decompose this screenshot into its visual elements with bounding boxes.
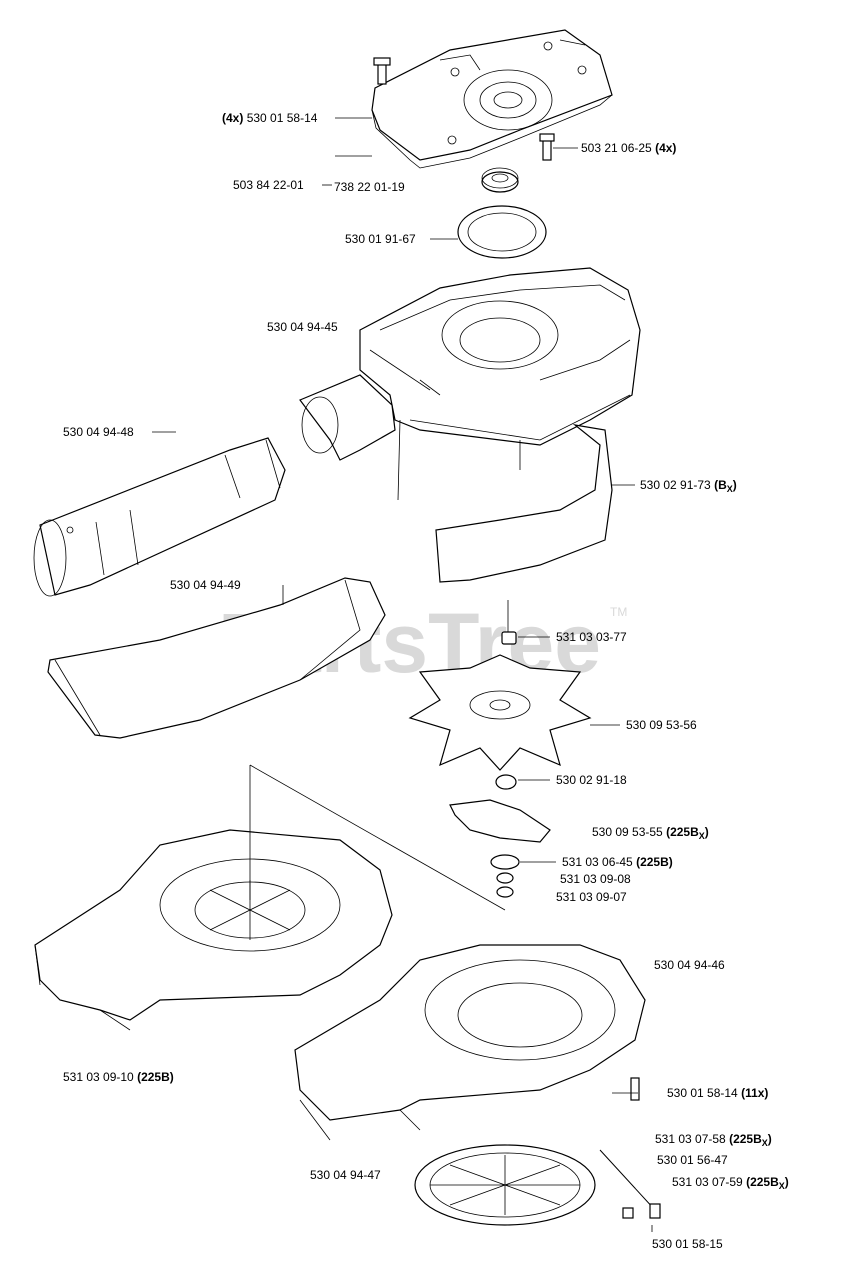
part-label: 530 04 94-49 bbox=[170, 578, 241, 592]
part-label: 530 01 91-67 bbox=[345, 232, 416, 246]
cover-screw-part bbox=[373, 57, 391, 85]
part-label: 531 03 06-45 (225B) bbox=[562, 855, 673, 869]
part-label: 530 04 94-48 bbox=[63, 425, 134, 439]
leader-lines bbox=[152, 117, 653, 1232]
small-washers-part bbox=[490, 854, 520, 898]
part-label: 530 04 94-47 bbox=[310, 1168, 381, 1182]
part-label: 530 04 94-45 bbox=[267, 320, 338, 334]
part-label: 503 84 22-01 bbox=[233, 178, 304, 192]
housing-screw-part bbox=[630, 1077, 640, 1101]
lower-housing-left-part bbox=[34, 829, 393, 1031]
top-cover-part bbox=[371, 29, 613, 169]
part-label: 531 03 07-58 (225BX) bbox=[655, 1132, 772, 1148]
intake-grille-part bbox=[414, 1144, 596, 1226]
watermark-trademark: TM bbox=[610, 605, 627, 619]
washer-part bbox=[495, 774, 517, 790]
part-label: 530 09 53-55 (225BX) bbox=[592, 825, 709, 841]
impeller-part bbox=[408, 654, 592, 771]
part-label: 531 03 09-10 (225B) bbox=[63, 1070, 174, 1084]
part-label: 530 09 53-56 bbox=[626, 718, 697, 732]
nut-part bbox=[501, 631, 517, 645]
part-label: 531 03 07-59 (225BX) bbox=[672, 1175, 789, 1191]
shroud-band-part bbox=[435, 424, 613, 583]
part-label: 530 02 91-18 bbox=[556, 773, 627, 787]
grille-rod-part bbox=[599, 1149, 661, 1219]
cover-bolt-part bbox=[539, 133, 555, 161]
nozzle-part bbox=[47, 577, 386, 739]
part-label: 530 04 94-46 bbox=[654, 958, 725, 972]
part-label: 530 02 91-73 (BX) bbox=[640, 478, 737, 494]
part-label: 503 21 06-25 (4x) bbox=[581, 141, 676, 155]
part-labels: (4x) 530 01 58-14 503 21 06-25 (4x) 503 … bbox=[63, 111, 789, 1251]
part-label: 531 03 09-07 bbox=[556, 890, 627, 904]
part-label: (4x) 530 01 58-14 bbox=[222, 111, 318, 125]
part-label: 530 01 58-15 bbox=[652, 1237, 723, 1251]
part-label: 530 01 56-47 bbox=[657, 1153, 728, 1167]
lower-housing-right-part bbox=[294, 944, 646, 1141]
blower-tube-part bbox=[33, 437, 286, 597]
part-label: 531 03 03-77 bbox=[556, 630, 627, 644]
fan-housing-upper-part bbox=[299, 267, 641, 501]
part-label: 530 01 58-14 (11x) bbox=[667, 1086, 768, 1100]
part-label: 531 03 09-08 bbox=[560, 872, 631, 886]
bearing-part bbox=[481, 167, 519, 193]
cutter-blade-part bbox=[449, 799, 551, 843]
seal-ring-part bbox=[457, 205, 547, 259]
part-label: 738 22 01-19 bbox=[334, 180, 405, 194]
